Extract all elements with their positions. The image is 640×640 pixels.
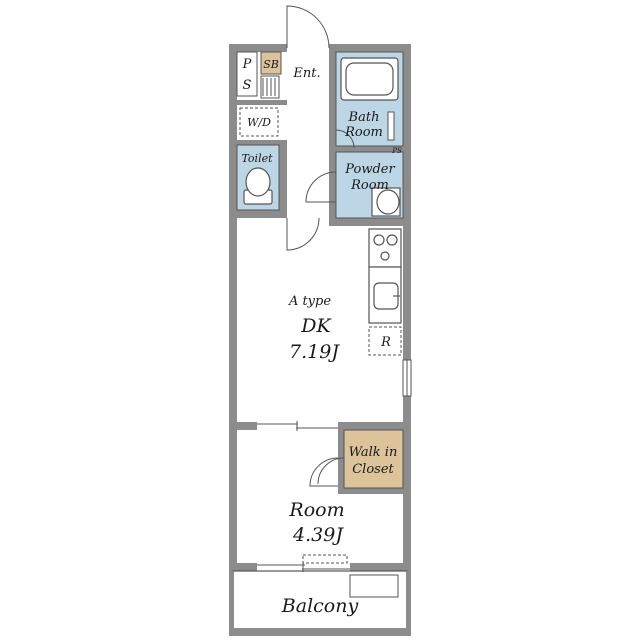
wall-wd-toilet xyxy=(237,140,287,145)
wall-dk-room-right xyxy=(338,422,411,430)
wall-closet-bottom xyxy=(338,488,411,494)
powder-room-label-2: Room xyxy=(350,178,389,193)
ac-outdoor-unit xyxy=(349,574,399,598)
entrance-label: Ent. xyxy=(292,66,320,81)
bathtub xyxy=(340,57,399,101)
right-wall xyxy=(403,44,411,567)
washbasin-icon xyxy=(371,187,401,217)
ps-label-s: S xyxy=(243,78,252,93)
room-name-label: Room xyxy=(288,499,344,521)
refrigerator-space xyxy=(368,326,402,356)
bath-room-label-2: Room xyxy=(344,125,383,140)
wall-dk-room-left xyxy=(229,422,257,430)
powder-room-label-1: Powder xyxy=(344,162,395,177)
wall-bath-powder xyxy=(336,146,403,152)
sliding-door-dk-room xyxy=(257,421,338,431)
dk-side-window xyxy=(402,359,412,397)
entrance-door-icon xyxy=(286,5,330,49)
doors xyxy=(286,5,355,487)
ps-small-label: PS xyxy=(391,147,402,155)
type-label: A type xyxy=(288,294,331,309)
wall-toilet-right xyxy=(279,145,287,218)
sb-box xyxy=(260,51,282,75)
wall-bath-left xyxy=(329,44,336,226)
wall-powder-bottom xyxy=(329,218,411,226)
top-wall-right xyxy=(330,44,411,52)
balcony-window xyxy=(257,554,350,572)
dk-name-label: DK xyxy=(300,315,332,337)
balcony-left-rail xyxy=(229,571,234,631)
closet-label-1: Walk in xyxy=(349,445,398,460)
closet-label-2: Closet xyxy=(352,462,394,477)
ps-box xyxy=(236,51,258,97)
wall-toilet-bottom xyxy=(229,210,287,218)
balcony-rail xyxy=(229,628,411,636)
washer-dryer-space xyxy=(239,107,279,137)
bath-room-label-1: Bath xyxy=(348,110,380,125)
balcony-label: Balcony xyxy=(281,595,359,617)
kitchen-sink-icon xyxy=(368,266,402,324)
left-wall xyxy=(229,44,237,567)
wall-ps-wd xyxy=(237,100,287,105)
sb-label: SB xyxy=(263,58,279,71)
ps-label-p: P xyxy=(242,57,252,72)
sb-hatch xyxy=(260,75,280,99)
washer-dryer-label: W/D xyxy=(247,116,271,129)
bottom-wall-right xyxy=(350,563,411,571)
bath-faucet-icon xyxy=(387,111,395,141)
room-size-label: 4.39J xyxy=(292,524,344,546)
exterior-walls xyxy=(229,44,411,571)
toilet-label: Toilet xyxy=(241,152,273,165)
top-wall-left xyxy=(229,44,287,52)
refrigerator-label: R xyxy=(380,335,391,350)
dk-size-label: 7.19J xyxy=(289,341,340,363)
stove-icon xyxy=(368,228,402,268)
closet-floor xyxy=(343,429,404,489)
bottom-wall-left xyxy=(229,563,257,571)
toilet-icon xyxy=(243,167,273,205)
balcony-right-rail xyxy=(406,571,411,631)
